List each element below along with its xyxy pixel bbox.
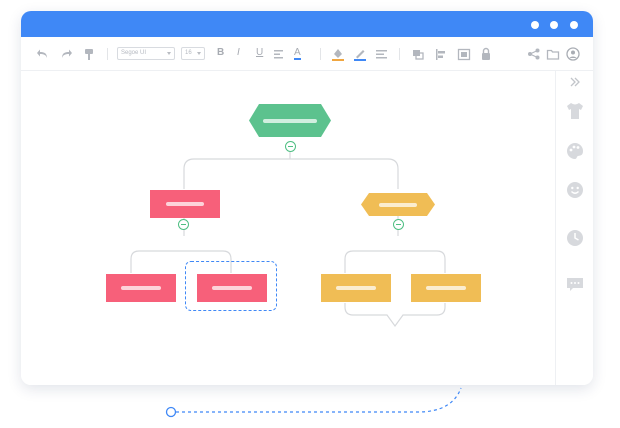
underline-icon[interactable]: U	[256, 47, 264, 58]
node-text-placeholder	[336, 286, 376, 290]
line-color-icon[interactable]	[353, 46, 367, 62]
toolbar-divider	[399, 48, 400, 60]
connector-left-children	[130, 250, 232, 273]
window-control-dot[interactable]	[531, 21, 539, 29]
font-size-select[interactable]: 16	[181, 47, 205, 60]
toolbar-divider	[320, 48, 321, 60]
title-bar	[21, 11, 593, 37]
app-window: Segoe UI 16 B I U A	[21, 11, 593, 385]
redo-icon[interactable]	[59, 46, 73, 62]
node-text-placeholder	[166, 202, 204, 206]
node-text-placeholder	[121, 286, 161, 290]
mindmap-node-branch-left[interactable]	[150, 190, 220, 218]
mindmap-node-leaf-selected[interactable]	[197, 274, 267, 302]
font-family-value: Segoe UI	[121, 50, 147, 56]
mindmap-canvas[interactable]	[21, 71, 555, 385]
undo-icon[interactable]	[36, 46, 50, 62]
group-icon[interactable]	[457, 46, 471, 62]
bold-icon[interactable]: B	[217, 47, 225, 58]
summary-bracket	[344, 303, 446, 328]
chevron-down-icon	[167, 52, 171, 55]
connector-right-children	[344, 250, 446, 273]
italic-icon[interactable]: I	[237, 47, 240, 58]
line-style-icon[interactable]	[375, 46, 389, 62]
toolbar: Segoe UI 16 B I U A	[21, 37, 593, 71]
lock-icon[interactable]	[479, 46, 493, 62]
align-icon[interactable]	[434, 46, 448, 62]
toolbar-divider	[107, 48, 108, 60]
connector-root-children	[183, 158, 399, 189]
folder-icon[interactable]	[546, 46, 560, 62]
mindmap-node-leaf[interactable]	[411, 274, 481, 302]
theme-shirt-icon[interactable]	[565, 101, 585, 121]
user-icon[interactable]	[566, 46, 580, 62]
collapse-toggle[interactable]	[285, 141, 296, 152]
collapse-toggle[interactable]	[393, 219, 404, 230]
mindmap-node-root[interactable]	[249, 104, 331, 137]
emoji-icon[interactable]	[565, 180, 585, 200]
comment-icon[interactable]	[565, 274, 585, 294]
format-painter-icon[interactable]	[82, 46, 96, 62]
connector-endpoint-icon	[165, 406, 177, 418]
expand-icon[interactable]	[565, 75, 585, 89]
mindmap-node-leaf[interactable]	[106, 274, 176, 302]
node-text-placeholder	[379, 202, 417, 207]
palette-icon[interactable]	[565, 141, 585, 161]
mindmap-node-leaf[interactable]	[321, 274, 391, 302]
fill-color-icon[interactable]	[331, 46, 345, 62]
collapse-toggle[interactable]	[178, 219, 189, 230]
selection-outline[interactable]	[185, 261, 277, 311]
window-control-dot[interactable]	[570, 21, 578, 29]
node-text-placeholder	[426, 286, 466, 290]
chevron-down-icon	[197, 52, 201, 55]
node-text-placeholder	[263, 119, 317, 123]
clock-icon[interactable]	[565, 228, 585, 248]
window-control-dot[interactable]	[550, 21, 558, 29]
font-color-icon[interactable]: A	[294, 47, 301, 60]
share-icon[interactable]	[527, 46, 541, 62]
layer-icon[interactable]	[411, 46, 425, 62]
font-size-value: 16	[185, 50, 192, 56]
mindmap-node-branch-right[interactable]	[361, 193, 435, 216]
text-align-icon[interactable]	[273, 46, 287, 62]
right-side-panel	[555, 71, 593, 385]
node-text-placeholder	[212, 286, 252, 290]
font-family-select[interactable]: Segoe UI	[117, 47, 175, 60]
